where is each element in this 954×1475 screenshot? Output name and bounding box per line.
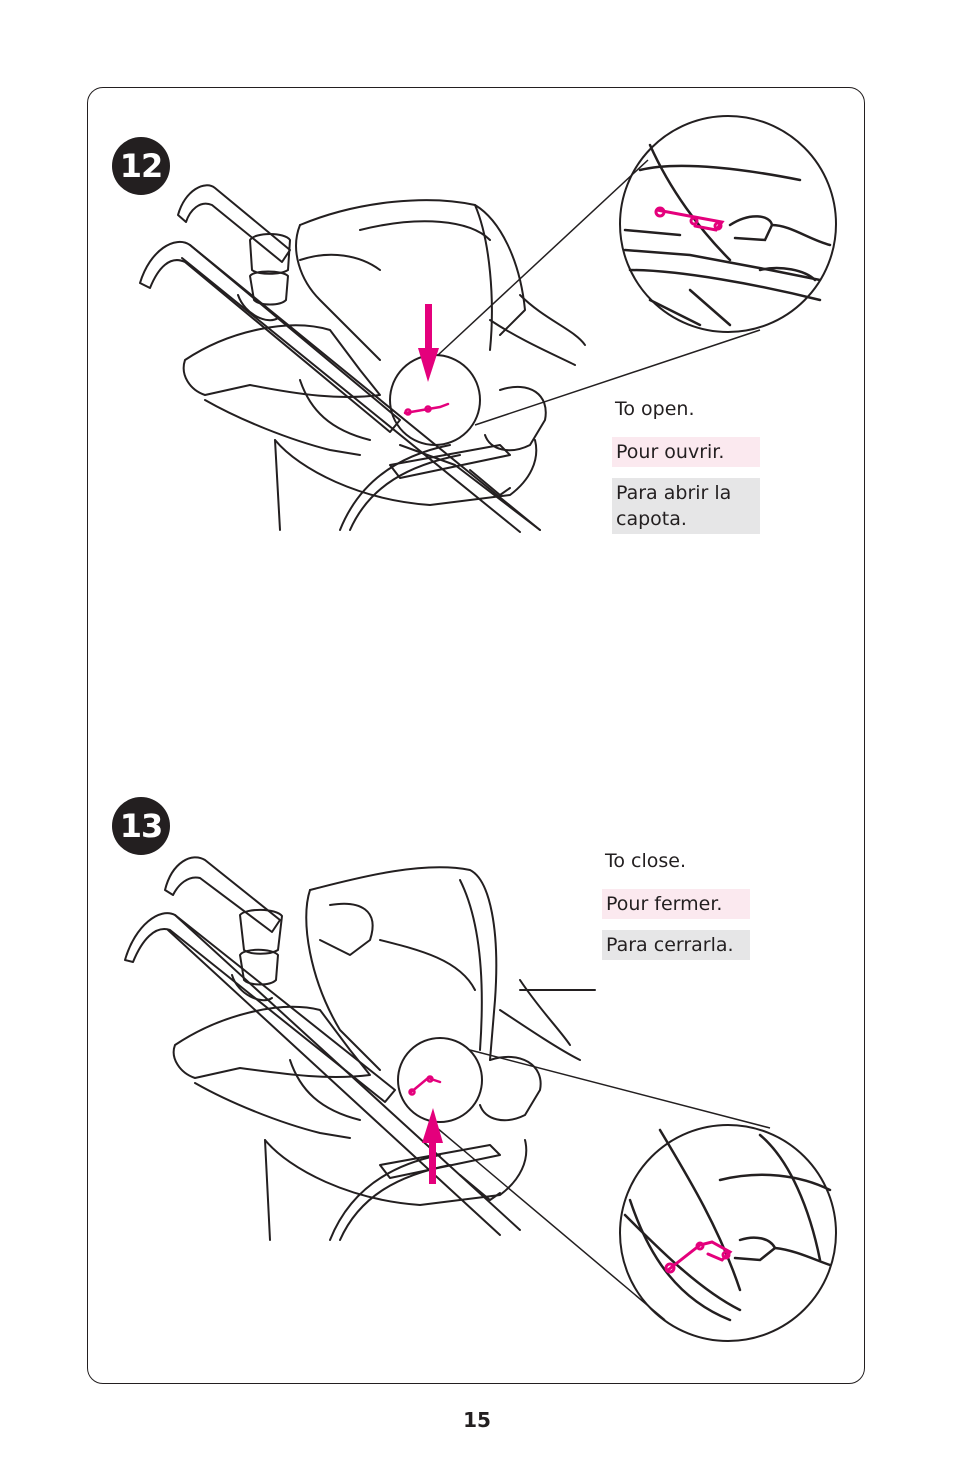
step-number-badge: 13 bbox=[112, 797, 170, 855]
instruction-frame bbox=[87, 87, 865, 1384]
caption-french: Pour ouvrir. bbox=[612, 437, 760, 467]
caption-french: Pour fermer. bbox=[602, 889, 750, 919]
caption-spanish: Para abrir la capota. bbox=[612, 478, 760, 534]
caption-spanish: Para cerrarla. bbox=[602, 930, 750, 960]
arrow-down-icon bbox=[418, 304, 439, 382]
caption-english: To open. bbox=[615, 398, 695, 420]
caption-english: To close. bbox=[605, 850, 687, 872]
step-number-badge: 12 bbox=[112, 137, 170, 195]
arrow-up-icon bbox=[422, 1108, 443, 1184]
page-number: 15 bbox=[463, 1408, 491, 1432]
